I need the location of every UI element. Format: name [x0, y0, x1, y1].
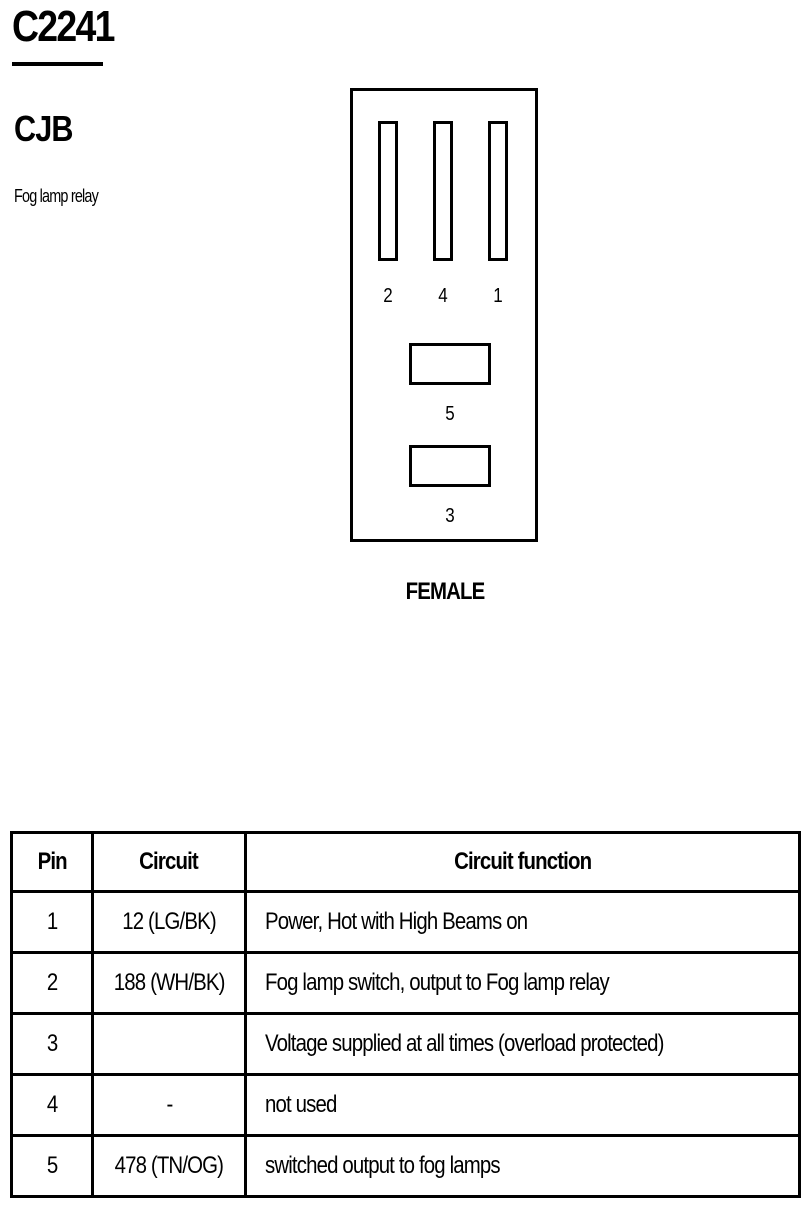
table-row: 4 - not used — [10, 1073, 801, 1137]
header-pin: Pin — [10, 831, 94, 893]
pin-number-1: 1 — [493, 285, 503, 307]
cell-circuit: 188 (WH/BK) — [91, 951, 247, 1015]
cell-pin: 4 — [10, 1073, 94, 1137]
cell-pin: 3 — [10, 1012, 94, 1076]
cell-function: switched output to fog lamps — [244, 1134, 801, 1198]
connector-gender-label: FEMALE — [405, 578, 486, 605]
pin-slot-1 — [488, 121, 508, 261]
pin-slot-3 — [409, 445, 491, 487]
cell-function: not used — [244, 1073, 801, 1137]
table-row: 1 12 (LG/BK) Power, Hot with High Beams … — [10, 890, 801, 954]
cell-pin: 1 — [10, 890, 94, 954]
cell-pin: 2 — [10, 951, 94, 1015]
pin-number-5: 5 — [445, 403, 455, 425]
table-row: 2 188 (WH/BK) Fog lamp switch, output to… — [10, 951, 801, 1015]
pinout-table: Pin Circuit Circuit function 1 12 (LG/BK… — [10, 831, 801, 1198]
cell-circuit: 12 (LG/BK) — [91, 890, 247, 954]
header-circuit: Circuit — [91, 831, 247, 893]
pin-number-2: 2 — [383, 285, 393, 307]
pin-number-3: 3 — [445, 505, 455, 527]
header-circuit-function: Circuit function — [244, 831, 801, 893]
connector-id-underline — [12, 62, 103, 66]
cell-function: Fog lamp switch, output to Fog lamp rela… — [244, 951, 801, 1015]
cell-function: Voltage supplied at all times (overload … — [244, 1012, 801, 1076]
table-row: 3 Voltage supplied at all times (overloa… — [10, 1012, 801, 1076]
location-label: CJB — [14, 108, 74, 149]
pin-slot-2 — [378, 121, 398, 261]
connector-id: C2241 — [12, 2, 115, 51]
connector-housing: 2 4 1 5 3 — [350, 88, 538, 542]
cell-circuit — [91, 1012, 247, 1076]
cell-function: Power, Hot with High Beams on — [244, 890, 801, 954]
pin-slot-4 — [433, 121, 453, 261]
cell-circuit: - — [91, 1073, 247, 1137]
pin-number-4: 4 — [438, 285, 448, 307]
pin-slot-5 — [409, 343, 491, 385]
table-row: 5 478 (TN/OG) switched output to fog lam… — [10, 1134, 801, 1198]
table-header-row: Pin Circuit Circuit function — [10, 831, 801, 893]
cell-circuit: 478 (TN/OG) — [91, 1134, 247, 1198]
connector-description: Fog lamp relay — [14, 186, 99, 206]
cell-pin: 5 — [10, 1134, 94, 1198]
